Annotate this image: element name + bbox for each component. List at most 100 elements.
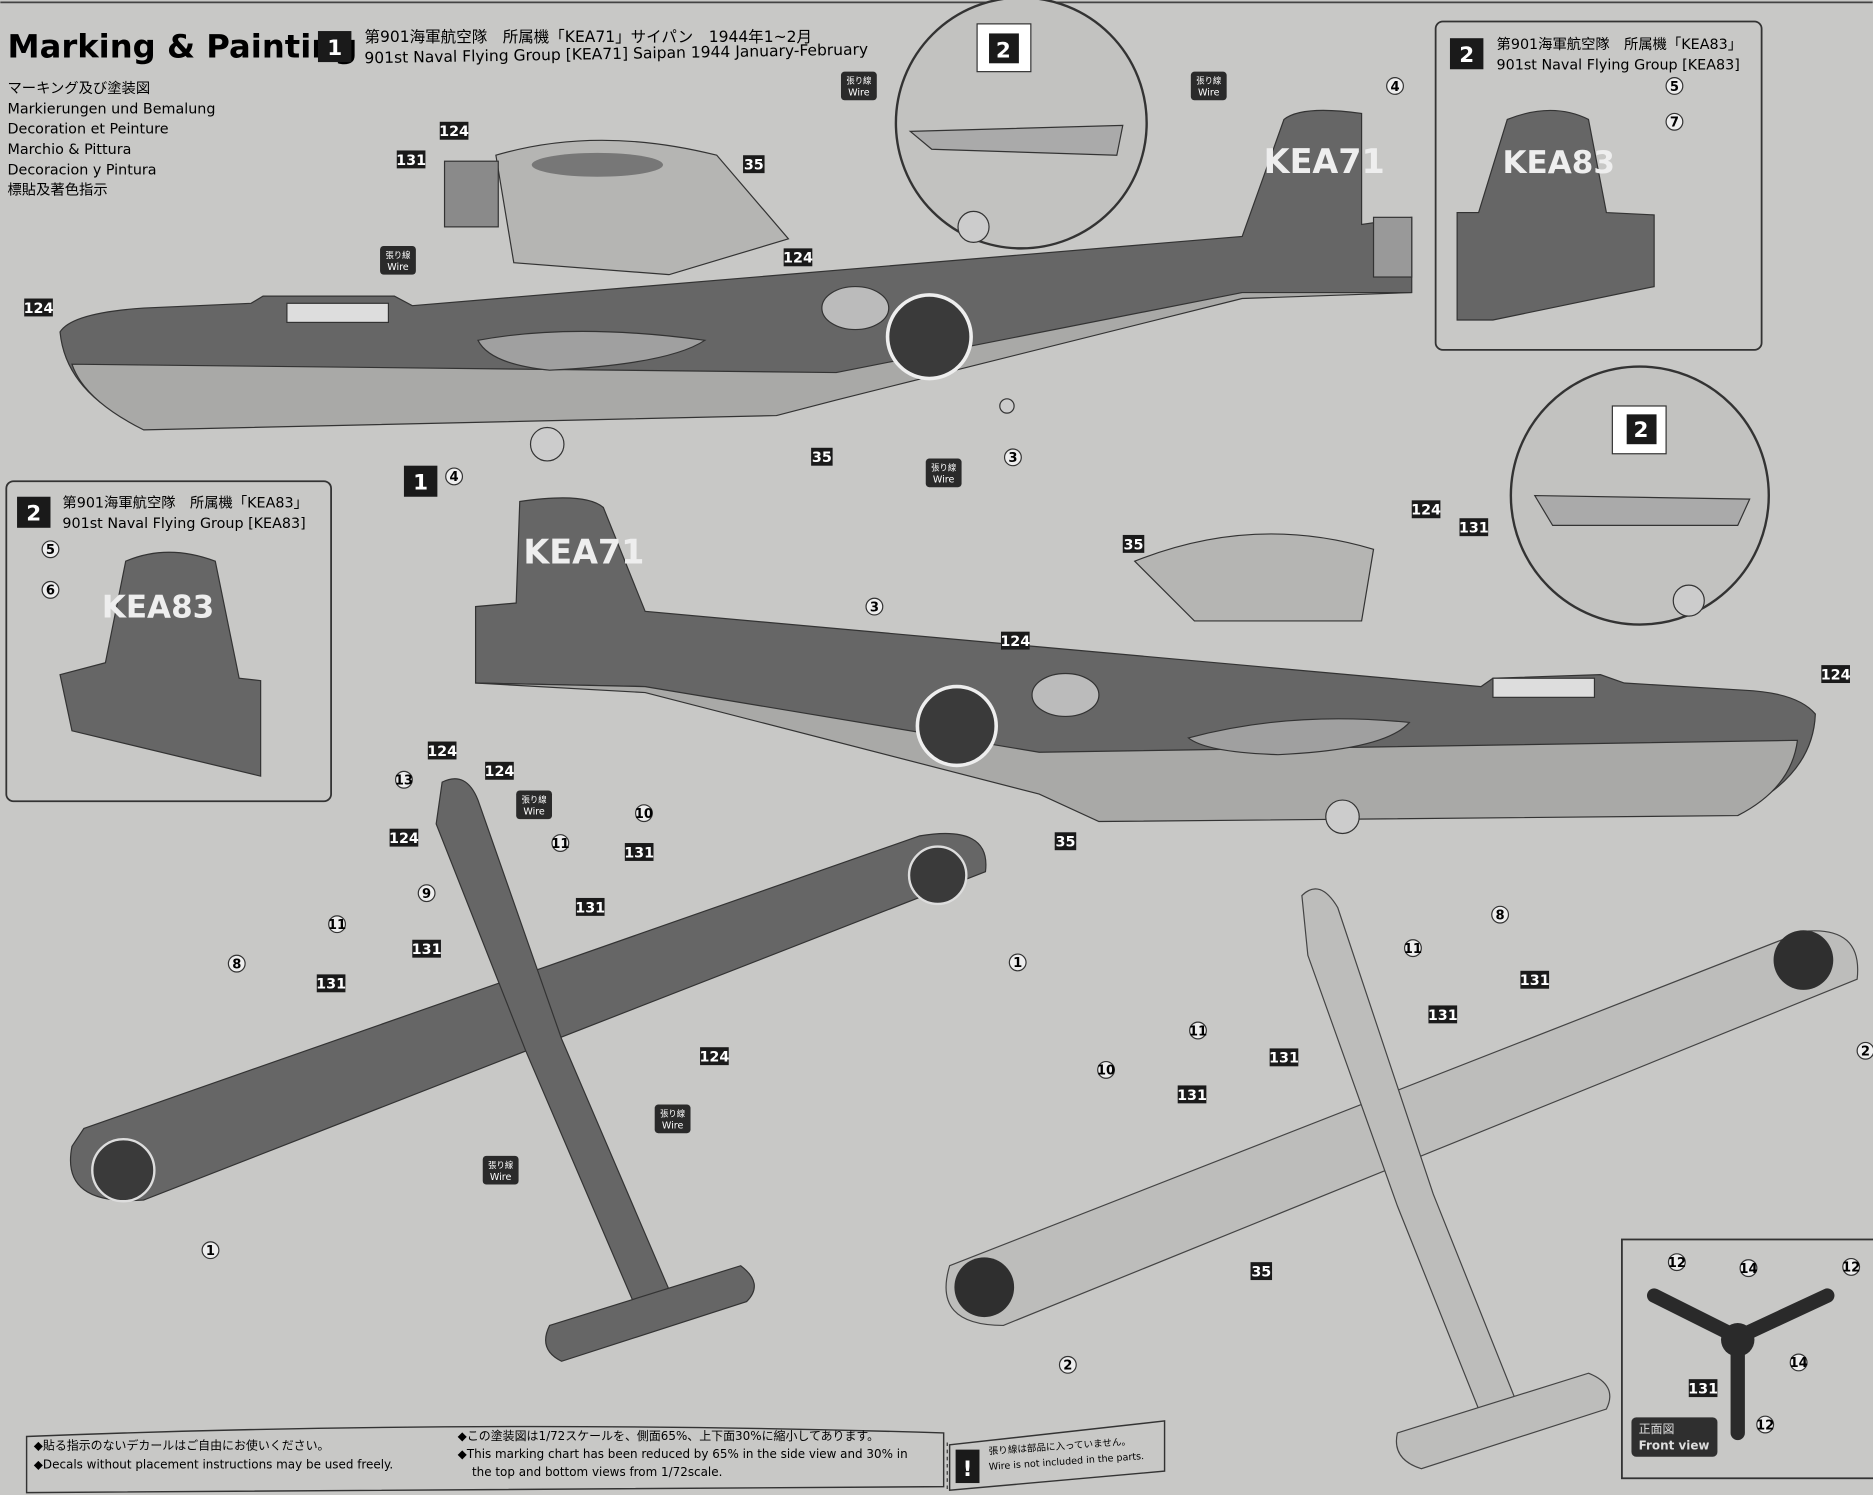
callout-circle-11: 11 [1404,939,1422,958]
inset-badge-number: 2 [996,38,1011,63]
svg-text:3: 3 [870,600,879,615]
svg-text:12: 12 [1756,1418,1774,1433]
callout-box-35: 35 [811,447,833,466]
front-view-label [1631,1417,1718,1457]
callout-circle-8: 8 [227,954,246,973]
scheme2-badge-number: 2 [1459,43,1474,68]
wire-label-jp: 張り線 [660,1108,686,1118]
svg-text:124: 124 [389,831,419,847]
callout-box-131: 131 [316,974,346,993]
svg-text:131: 131 [412,942,442,958]
front-view-box: 12 14 12 14 131 12 正面図 Front view [1621,1238,1873,1480]
svg-text:124: 124 [439,124,469,140]
note-scale-en-cont: the top and bottom views from 1/72scale. [472,1465,722,1479]
callout-box-131: 131 [1520,970,1550,989]
hinomaru-roundel [915,684,998,768]
svg-text:10: 10 [635,807,653,822]
note-scale-en: ◆This marking chart has been reduced by … [458,1447,908,1461]
callout-circle-11: 11 [551,834,569,852]
wire-label-en: Wire [523,806,545,817]
wire-label-en: Wire [387,262,409,273]
svg-text:6: 6 [46,584,55,599]
hinomaru-roundel [954,1257,1015,1318]
tail-code: KEA83 [102,589,214,625]
callout-box-35: 35 [743,155,765,174]
svg-text:35: 35 [744,158,764,174]
callout-box-131: 131 [412,939,442,958]
callout-circle-12: 12 [1668,1253,1686,1272]
svg-text:124: 124 [783,251,813,267]
scheme2-title-jp: 第901海軍航空隊 所属機「KEA83」 [62,493,308,511]
svg-text:131: 131 [1459,521,1489,537]
callout-box-124: 124 [1000,631,1030,650]
scheme2-tail-inset-top: 2 第901海軍航空隊 所属機「KEA83」 901st Naval Flyin… [1434,20,1763,351]
hinomaru-roundel [907,845,968,906]
callout-box-131: 131 [624,843,654,861]
svg-text:7: 7 [1670,116,1679,131]
footer-notes: ◆貼る指示のないデカールはご自由にお使いください。 ◆Decals withou… [25,1420,1166,1494]
svg-text:1: 1 [206,1244,215,1259]
callout-box-124: 124 [783,248,813,267]
scheme1-title-jp: 第901海軍航空隊 所属機「KEA71」サイパン 1944年1~2月 [365,28,812,46]
beaching-wheel [529,426,565,462]
callout-circle-1: 1 [201,1241,220,1260]
tail-code: KEA71 [523,533,644,572]
hull-underside [71,291,1412,431]
scheme1-badge-number: 1 [413,471,428,496]
callout-box-124: 124 [439,121,469,140]
svg-text:35: 35 [1056,835,1076,851]
callout-circle-12: 12 [1756,1415,1774,1434]
subtitle-jp: マーキング及び塗装図 [7,79,150,97]
hinomaru-roundel [91,1137,156,1203]
callout-box-131: 131 [1269,1048,1299,1067]
svg-text:131: 131 [1428,1008,1458,1024]
svg-text:124: 124 [1000,634,1030,650]
callout-circle-12: 12 [1842,1257,1860,1276]
svg-text:124: 124 [427,744,457,760]
svg-text:124: 124 [699,1050,729,1066]
svg-text:12: 12 [1668,1256,1686,1271]
svg-text:4: 4 [450,470,459,485]
callout-box-35: 35 [1122,534,1145,553]
callout-circle-7: 7 [1665,112,1684,131]
callout-circle-6: 6 [41,580,60,599]
side-view-scheme1: KEA71 [59,109,1413,462]
note-decals-en: ◆Decals without placement instructions m… [34,1458,393,1472]
svg-text:9: 9 [422,887,431,902]
front-view-label-jp: 正面図 [1639,1422,1675,1436]
page-title: Marking & Painting [7,27,357,65]
svg-text:10: 10 [1097,1064,1115,1079]
svg-text:131: 131 [1520,973,1550,989]
callout-circle-5: 5 [41,540,60,559]
callout-box-35: 35 [1054,832,1077,851]
tail-code: KEA83 [1502,145,1614,181]
callout-circle-1: 1 [1008,953,1027,972]
callout-circle-10: 10 [635,804,653,823]
callout-circle-5: 5 [1665,77,1684,95]
callout-box-124: 124 [485,761,514,780]
callout-circle-11: 11 [328,915,346,934]
front-view-label-en: Front view [1639,1439,1710,1453]
blister-window [821,285,890,331]
svg-text:124: 124 [1821,667,1851,683]
callout-circle-11: 11 [1189,1021,1207,1040]
svg-text:13: 13 [395,774,413,789]
svg-text:11: 11 [551,837,569,852]
scheme2-badge-number: 2 [26,502,41,527]
subtitle-cn: 標貼及著色指示 [7,182,107,199]
callout-circle-4: 4 [1386,77,1404,95]
svg-text:3: 3 [1008,451,1017,466]
wire-label-jp: 張り線 [488,1160,514,1170]
wire-label-en: Wire [1198,88,1220,99]
svg-text:2: 2 [1063,1359,1072,1374]
svg-text:131: 131 [316,977,346,993]
svg-text:11: 11 [1189,1024,1207,1039]
subtitle-fr: Decoration et Peinture [7,122,168,138]
callout-circle-9: 9 [417,884,436,903]
wire-label-en: Wire [933,474,955,485]
note-decals-jp: ◆貼る指示のないデカールはご自由にお使いください。 [34,1438,330,1453]
